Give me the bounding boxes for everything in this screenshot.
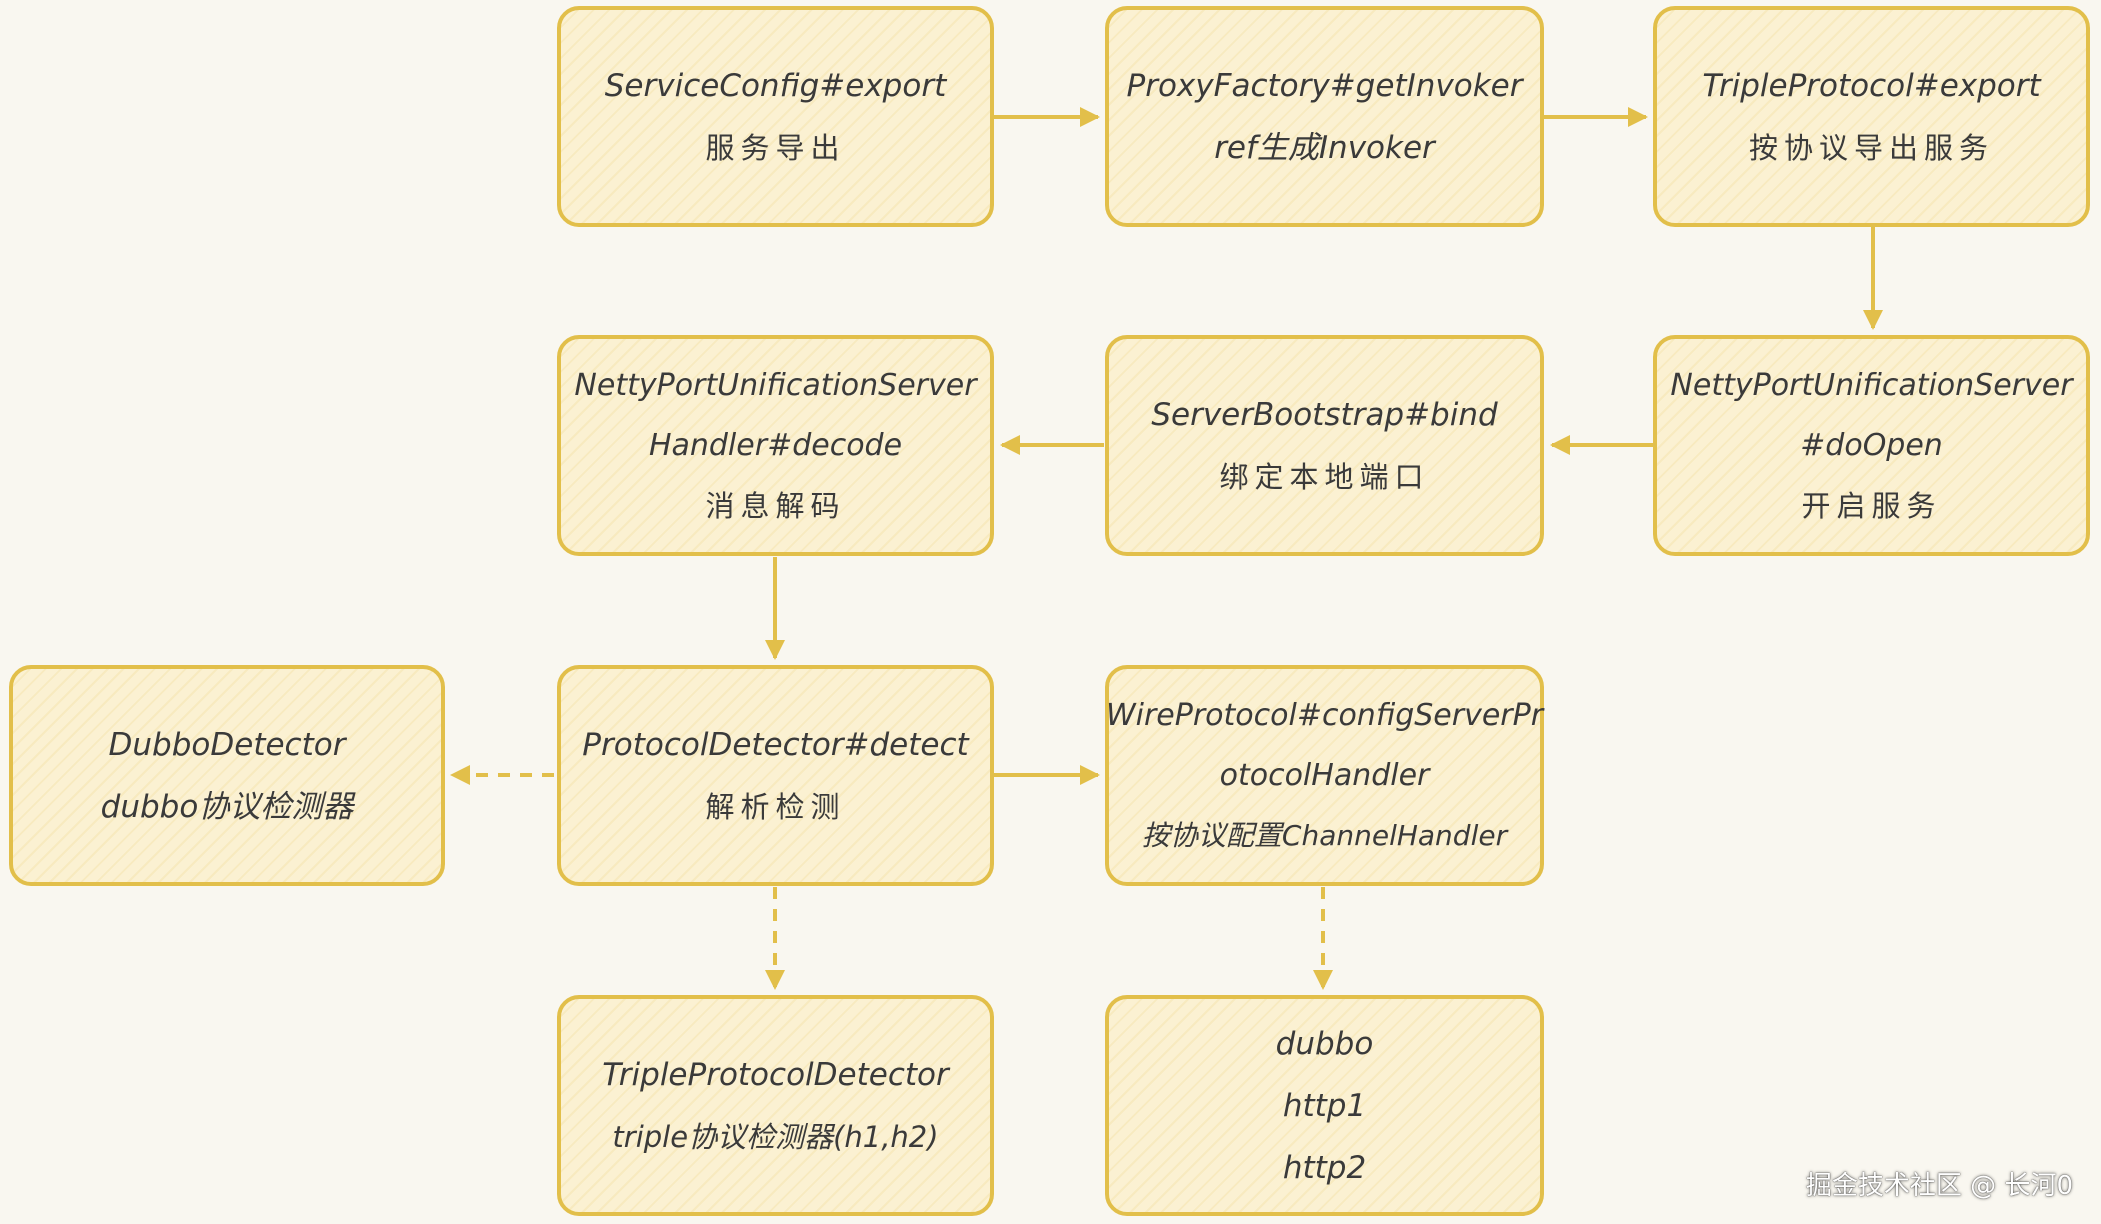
protocol-http1: http1 bbox=[1282, 1087, 1367, 1124]
node-netty-handler-decode: NettyPortUnificationServer Handler#decod… bbox=[557, 335, 994, 556]
node-label: NettyPortUnificationServer bbox=[1670, 367, 2073, 403]
node-label: WireProtocol#configServerPr bbox=[1105, 697, 1544, 733]
node-description: 按协议配置ChannelHandler bbox=[1141, 818, 1508, 852]
node-description: ref生成Invoker bbox=[1214, 129, 1435, 166]
node-label: ProtocolDetector#detect bbox=[582, 726, 969, 763]
node-label-continued: otocolHandler bbox=[1219, 757, 1430, 793]
node-protocol-detector-detect: ProtocolDetector#detect 解析检测 bbox=[557, 665, 994, 886]
node-label: TripleProtocol#export bbox=[1702, 67, 2041, 104]
node-service-config-export: ServiceConfig#export 服务导出 bbox=[557, 6, 994, 227]
node-description: 消息解码 bbox=[705, 488, 846, 523]
node-dubbo-detector: DubboDetector dubbo协议检测器 bbox=[9, 665, 445, 886]
node-label: ServiceConfig#export bbox=[604, 67, 947, 104]
protocol-dubbo: dubbo bbox=[1275, 1025, 1374, 1062]
node-label: DubboDetector bbox=[108, 726, 346, 763]
node-server-bootstrap-bind: ServerBootstrap#bind 绑定本地端口 bbox=[1105, 335, 1544, 556]
node-description: 解析检测 bbox=[705, 789, 846, 824]
node-label: TripleProtocolDetector bbox=[602, 1056, 949, 1093]
node-label: ProxyFactory#getInvoker bbox=[1126, 67, 1523, 104]
node-triple-protocol-detector: TripleProtocolDetector triple协议检测器(h1,h2… bbox=[557, 995, 994, 1216]
node-description: 按协议导出服务 bbox=[1748, 130, 1994, 165]
node-triple-protocol-export: TripleProtocol#export 按协议导出服务 bbox=[1653, 6, 2090, 227]
node-description: 开启服务 bbox=[1801, 488, 1942, 523]
node-label: ServerBootstrap#bind bbox=[1151, 396, 1498, 433]
protocol-http2: http2 bbox=[1282, 1149, 1367, 1186]
node-wire-protocol-config: WireProtocol#configServerPr otocolHandle… bbox=[1105, 665, 1544, 886]
node-netty-server-do-open: NettyPortUnificationServer #doOpen 开启服务 bbox=[1653, 335, 2090, 556]
node-description: 服务导出 bbox=[705, 130, 846, 165]
node-proxy-factory-get-invoker: ProxyFactory#getInvoker ref生成Invoker bbox=[1105, 6, 1544, 227]
node-label: NettyPortUnificationServer bbox=[574, 367, 977, 403]
node-protocol-list: dubbo http1 http2 bbox=[1105, 995, 1544, 1216]
node-label-continued: #doOpen bbox=[1800, 427, 1943, 463]
watermark: 掘金技术社区 @ 长河0 bbox=[1805, 1171, 2073, 1201]
node-description: 绑定本地端口 bbox=[1219, 459, 1430, 494]
node-description: triple协议检测器(h1,h2) bbox=[612, 1119, 939, 1154]
node-label-continued: Handler#decode bbox=[648, 427, 903, 463]
node-description: dubbo协议检测器 bbox=[100, 788, 354, 825]
